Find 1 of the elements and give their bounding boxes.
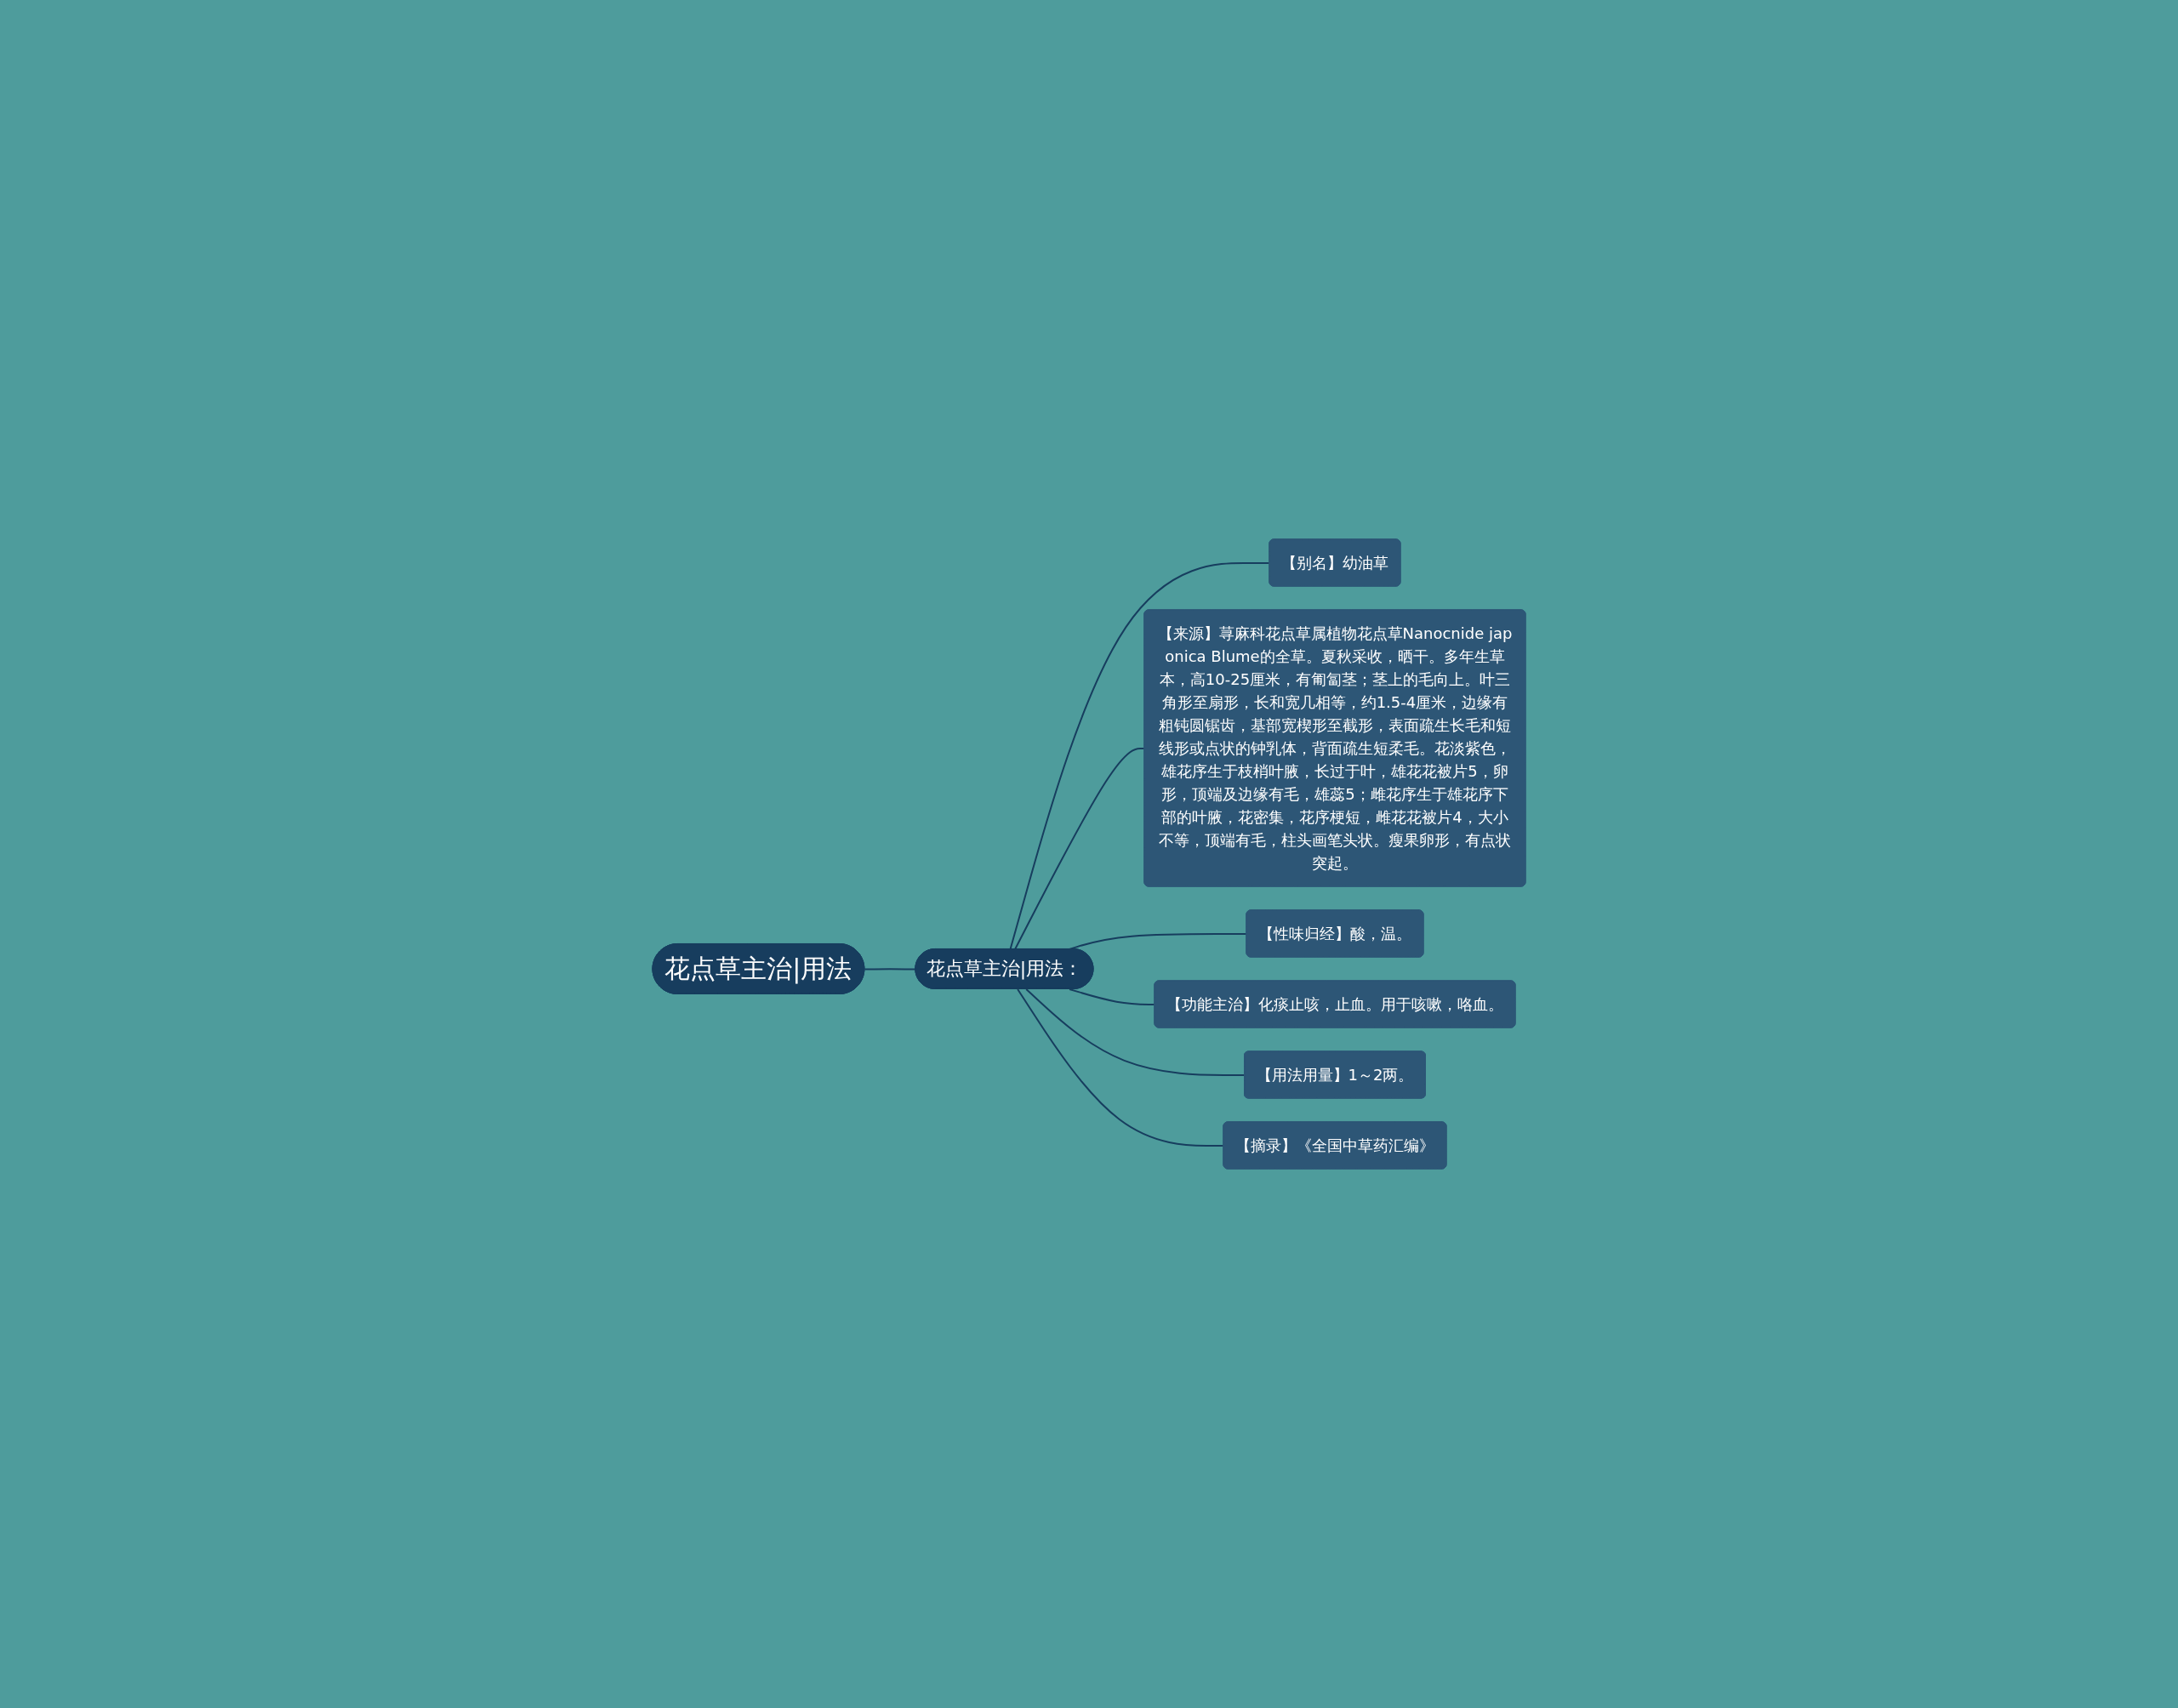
connector bbox=[864, 968, 917, 971]
